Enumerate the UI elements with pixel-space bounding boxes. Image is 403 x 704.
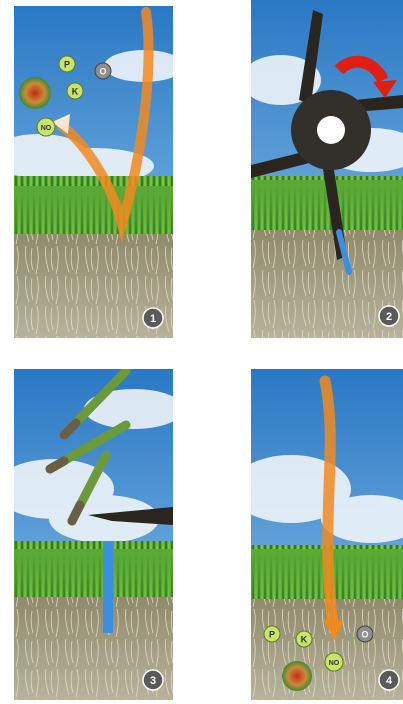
svg-text:NO: NO xyxy=(329,660,340,667)
step-number-badge: 1 xyxy=(143,308,163,328)
svg-text:K: K xyxy=(301,635,308,645)
grass xyxy=(14,541,173,599)
nutrient-k-icon: K xyxy=(296,631,312,647)
svg-text:1: 1 xyxy=(150,313,156,325)
step-3-panel: 3 xyxy=(14,369,173,700)
grass xyxy=(14,176,173,236)
step-number-badge: 4 xyxy=(379,670,399,690)
svg-text:NO: NO xyxy=(41,125,52,132)
step-number-badge: 3 xyxy=(143,670,163,690)
co2-bubble-icon: O xyxy=(95,63,111,79)
svg-text:O: O xyxy=(99,67,106,77)
sun-burst-icon xyxy=(19,77,51,109)
svg-text:3: 3 xyxy=(150,675,156,687)
nutrient-icon xyxy=(282,661,312,691)
step-number-badge: 2 xyxy=(379,306,399,326)
step-2-panel: 2 xyxy=(251,0,403,338)
svg-text:2: 2 xyxy=(386,311,392,323)
step-4-panel: P K NO O 4 xyxy=(251,369,403,700)
nutrient-no-icon: NO xyxy=(325,653,343,671)
svg-text:P: P xyxy=(269,630,275,640)
svg-text:O: O xyxy=(361,630,368,640)
nutrient-p-icon: P xyxy=(264,626,280,642)
co2-bubble-icon: O xyxy=(357,626,373,642)
nutrient-k-icon: K xyxy=(67,83,83,99)
step-1-panel: P K NO O 1 xyxy=(14,6,173,338)
nutrient-p-icon: P xyxy=(59,56,75,72)
svg-text:4: 4 xyxy=(386,675,393,687)
svg-text:K: K xyxy=(72,87,79,97)
svg-text:P: P xyxy=(64,60,70,70)
open-hole-icon xyxy=(103,541,113,633)
nutrient-no-icon: NO xyxy=(37,118,55,136)
